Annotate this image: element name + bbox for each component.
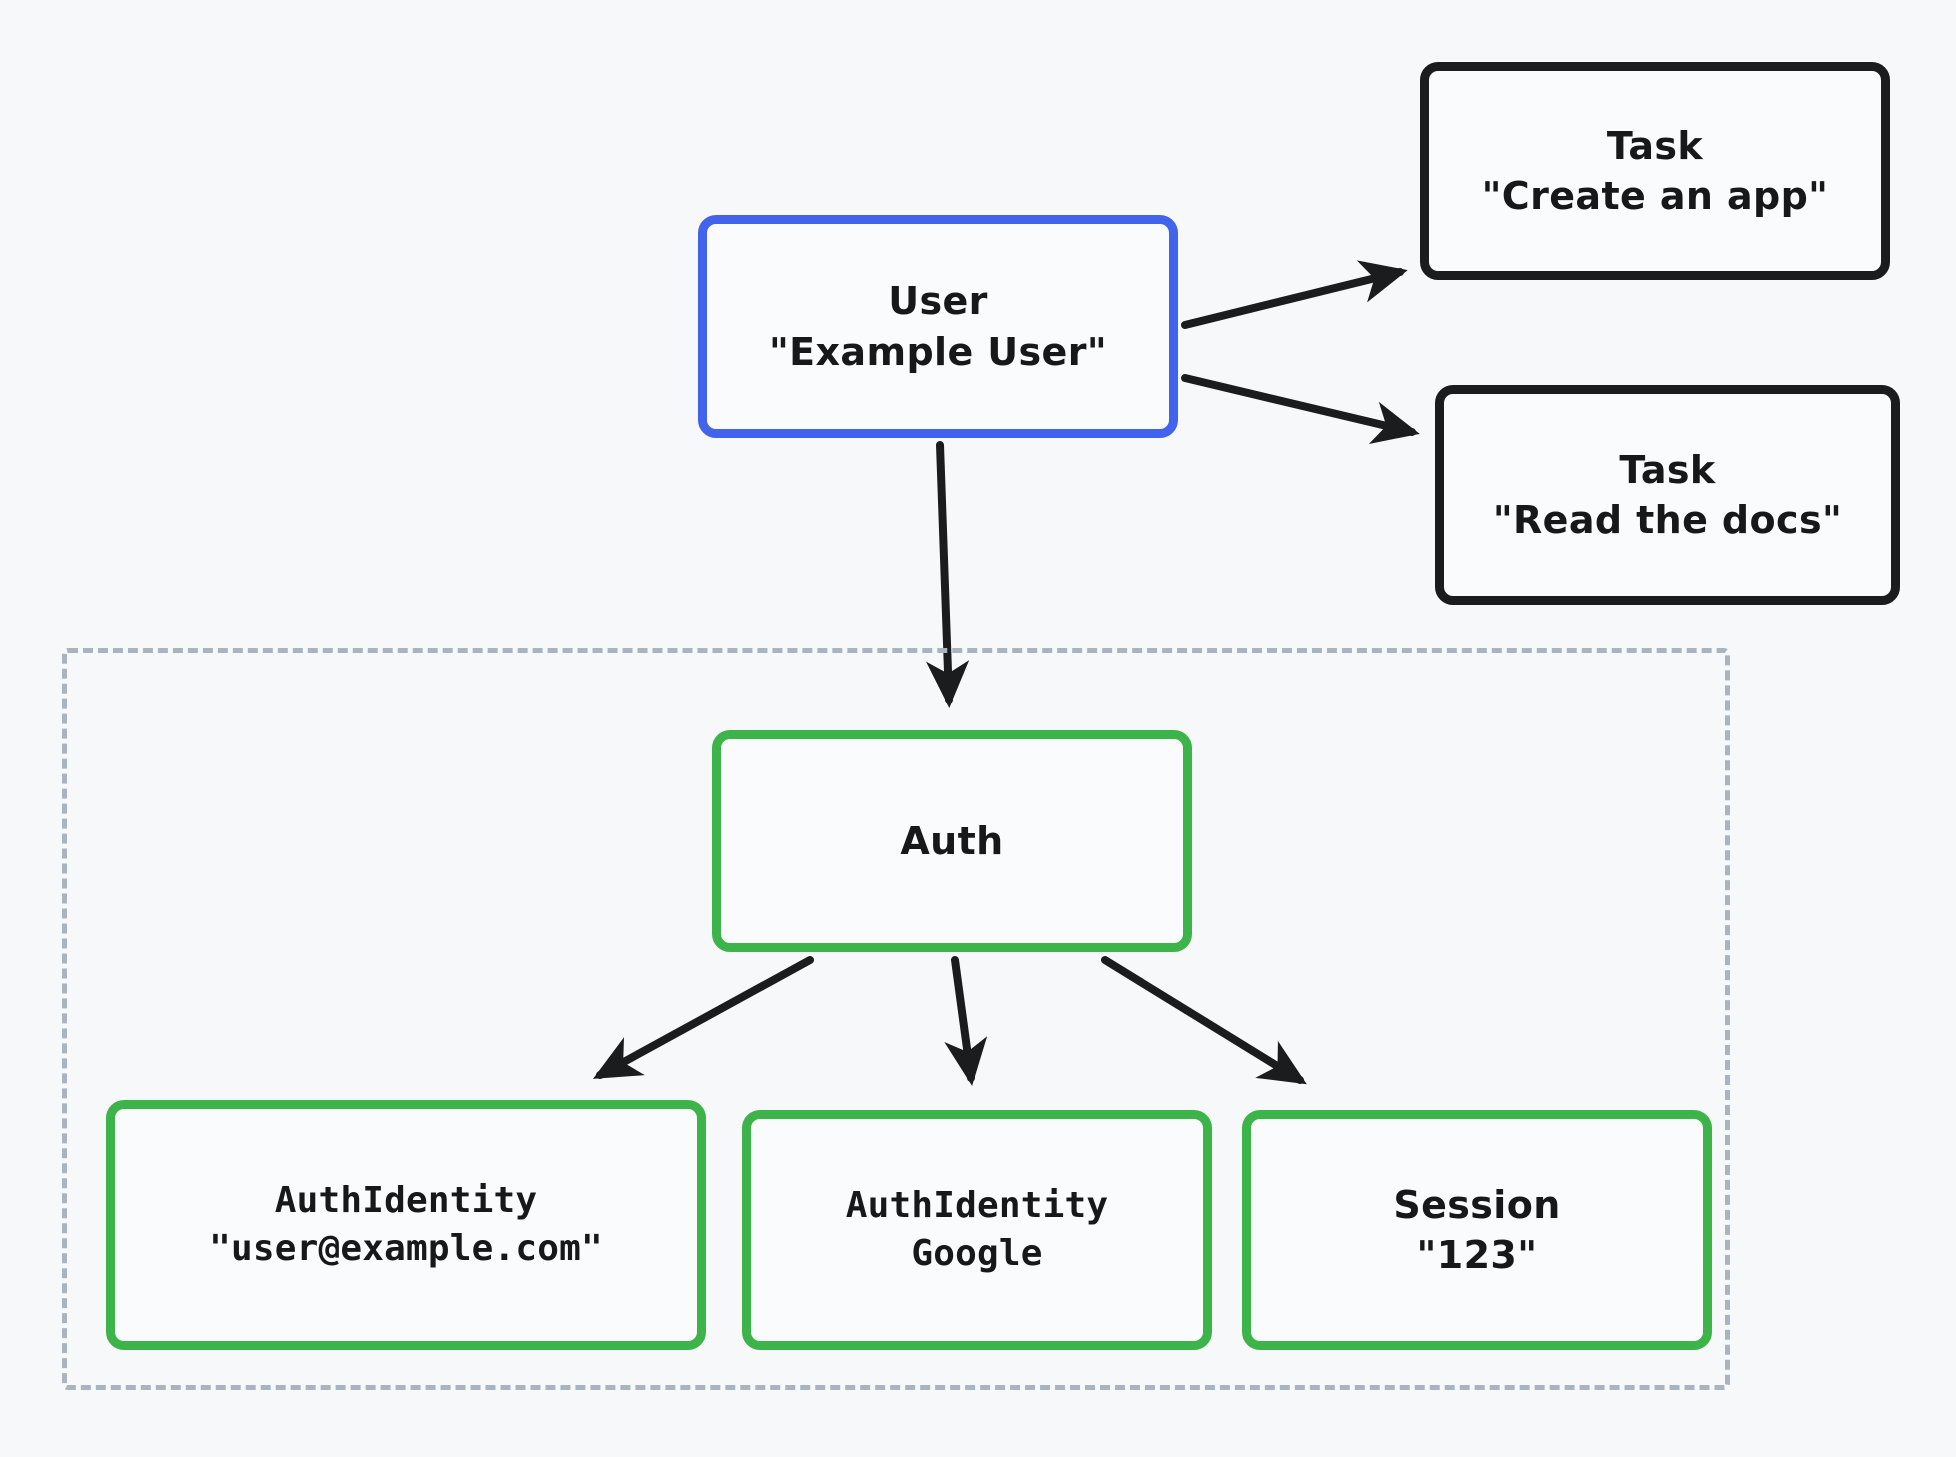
node-user-type: User (888, 279, 988, 324)
node-auth-identity-google[interactable]: AuthIdentity Google (742, 1110, 1212, 1350)
node-user[interactable]: User "Example User" (698, 215, 1178, 438)
node-task-read-type: Task (1619, 447, 1716, 492)
node-auth-identity-google-value: Google (911, 1233, 1043, 1274)
node-auth-identity-google-type: AuthIdentity (845, 1185, 1109, 1227)
node-task-read-value: "Read the docs" (1492, 498, 1843, 542)
node-task-read-the-docs[interactable]: Task "Read the docs" (1435, 385, 1900, 605)
node-user-value: "Example User" (768, 329, 1108, 374)
node-session-type: Session (1393, 1182, 1561, 1227)
node-auth-type: Auth (900, 818, 1004, 863)
node-auth-identity-email[interactable]: AuthIdentity "user@example.com" (106, 1100, 706, 1350)
node-auth[interactable]: Auth (712, 730, 1192, 952)
node-session[interactable]: Session "123" (1242, 1110, 1712, 1350)
node-auth-identity-email-type: AuthIdentity (274, 1180, 538, 1222)
node-task-create-an-app[interactable]: Task "Create an app" (1420, 62, 1890, 280)
node-task-create-type: Task (1606, 123, 1704, 168)
node-auth-identity-email-value: "user@example.com" (209, 1228, 603, 1269)
node-session-value: "123" (1416, 1233, 1538, 1277)
auth-group-container (62, 648, 1730, 1390)
node-task-create-value: "Create an app" (1481, 174, 1829, 218)
edge-user-to-task-create (1181, 260, 1408, 329)
edge-user-to-task-read (1181, 374, 1420, 444)
